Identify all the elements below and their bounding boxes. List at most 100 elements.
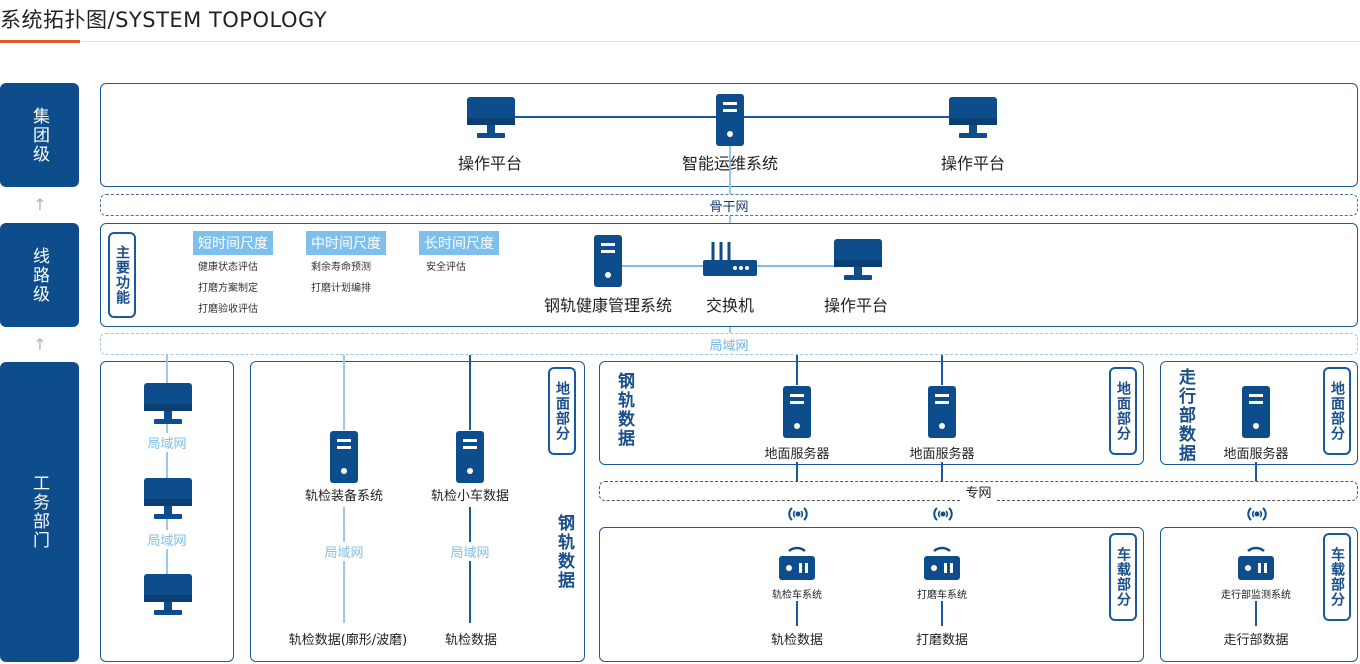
main-functions-text: 主要功能 (114, 245, 130, 305)
monitor-icon[interactable] (143, 477, 193, 521)
rail-data-panel (250, 361, 585, 662)
monitor-icon[interactable] (833, 238, 883, 282)
ground-part-text: 地面部分 (554, 381, 570, 441)
ground-server-label: 地面服务器 (747, 443, 847, 462)
vehicle-part-text: 车载部分 (1115, 547, 1131, 607)
lan-network: 局域网 (100, 333, 1358, 355)
level-dept-label: 工务部门 (0, 362, 79, 662)
function-list-mid: 剩余寿命预测 打磨计划编排 (311, 257, 371, 299)
level-group-text: 集团级 (29, 106, 49, 164)
vehicle-data-label: 打磨数据 (892, 629, 992, 648)
server-icon[interactable] (783, 386, 811, 438)
vehicle-system-label: 打磨车系统 (892, 586, 992, 601)
function-item: 安全评估 (426, 262, 466, 273)
group-right-terminal-label: 操作平台 (940, 154, 1005, 173)
function-item: 打磨计划编排 (311, 283, 371, 294)
ground-walk-title: 走行部数据 (1175, 368, 1195, 463)
ground-rail-line (941, 460, 943, 488)
function-item: 打磨方案制定 (198, 283, 258, 294)
dedicated-network: 专网 (599, 481, 1358, 501)
rail-line (469, 507, 471, 623)
vehicle-unit-icon[interactable] (922, 544, 962, 582)
function-list-short: 健康状态评估 打磨方案制定 打磨验收评估 (198, 257, 258, 320)
ground-rail-panel (599, 361, 1144, 465)
ground-server-label: 地面服务器 (892, 443, 992, 462)
wireless-icon (931, 505, 955, 523)
rail-lan-label: 局域网 (435, 542, 505, 561)
server-icon[interactable] (928, 386, 956, 438)
vehicle-rail-line (796, 596, 798, 626)
function-head-long: 长时间尺度 (419, 231, 499, 255)
rail-data-label: 轨检数据(廓形/波磨) (268, 629, 428, 648)
function-list-long: 安全评估 (426, 257, 466, 278)
ground-part-text: 地面部分 (1329, 381, 1345, 441)
vehicle-part-text: 车载部分 (1329, 547, 1345, 607)
level-line-text: 线路级 (29, 246, 49, 304)
wireless-icon (786, 505, 810, 523)
rail-line (343, 355, 345, 430)
monitor-icon[interactable] (466, 96, 516, 140)
vehicle-rail-line (941, 596, 943, 626)
main-functions-tag: 主要功能 (108, 232, 136, 318)
monitor-icon[interactable] (143, 382, 193, 426)
vehicle-data-label: 走行部数据 (1206, 629, 1306, 648)
lan-network-label: 局域网 (705, 334, 753, 354)
page-title: 系统拓扑图/SYSTEM TOPOLOGY (0, 8, 328, 32)
ground-rail-title: 钢轨数据 (614, 372, 634, 448)
vehicle-data-label: 轨检数据 (747, 629, 847, 648)
server-icon[interactable] (456, 431, 484, 483)
vehicle-walk-line (1255, 596, 1257, 626)
ground-part-tag: 地面部分 (1109, 367, 1137, 455)
function-item: 剩余寿命预测 (311, 262, 371, 273)
backbone-label: 骨干网 (705, 195, 753, 215)
rail-line (343, 507, 345, 623)
function-head-mid: 中时间尺度 (306, 231, 386, 255)
line-terminal-label: 操作平台 (823, 296, 888, 315)
group-center-server-label: 智能运维系统 (681, 154, 778, 173)
vehicle-part-tag: 车载部分 (1109, 533, 1137, 621)
wireless-icon (1245, 505, 1269, 523)
switch-icon[interactable] (701, 240, 759, 278)
vehicle-system-label: 走行部监测系统 (1196, 586, 1316, 601)
dept-lan-label: 局域网 (132, 433, 202, 452)
ground-part-tag: 地面部分 (1323, 367, 1351, 455)
server-icon[interactable] (594, 235, 622, 287)
server-icon[interactable] (330, 431, 358, 483)
rail-server-label: 轨检装备系统 (304, 489, 383, 504)
dept-lan-label: 局域网 (132, 530, 202, 549)
switch-label: 交换机 (705, 296, 754, 315)
ground-rail-line (941, 355, 943, 385)
up-arrow-icon: ↑ (33, 195, 47, 214)
level-group-label: 集团级 (0, 83, 79, 187)
vehicle-unit-icon[interactable] (1236, 544, 1276, 582)
level-line-label: 线路级 (0, 223, 79, 327)
ground-walk-line (1255, 460, 1257, 488)
title-accent-bar (0, 40, 80, 43)
rail-lan-label: 局域网 (309, 542, 379, 561)
rail-data-title: 钢轨数据 (554, 514, 574, 590)
function-item: 打磨验收评估 (198, 304, 258, 315)
up-arrow-icon: ↑ (33, 335, 47, 354)
vehicle-part-tag: 车载部分 (1323, 533, 1351, 621)
function-head-short: 短时间尺度 (193, 231, 273, 255)
ground-server-label: 地面服务器 (1206, 443, 1306, 462)
line-server-label: 钢轨健康管理系统 (543, 296, 672, 315)
rail-data-label: 轨检数据 (421, 629, 521, 648)
rail-line (469, 355, 471, 430)
group-left-terminal-label: 操作平台 (457, 154, 522, 173)
monitor-icon[interactable] (143, 573, 193, 617)
vehicle-unit-icon[interactable] (777, 544, 817, 582)
server-icon[interactable] (716, 94, 744, 146)
function-item: 健康状态评估 (198, 262, 258, 273)
ground-rail-line (796, 460, 798, 488)
server-icon[interactable] (1242, 386, 1270, 438)
ground-part-tag: 地面部分 (548, 367, 576, 455)
title-divider (0, 41, 1360, 42)
vehicle-rail-panel (599, 527, 1144, 662)
dedicated-network-label: 专网 (961, 481, 996, 501)
monitor-icon[interactable] (948, 96, 998, 140)
vehicle-system-label: 轨检车系统 (747, 586, 847, 601)
backbone-network: 骨干网 (100, 194, 1358, 216)
ground-part-text: 地面部分 (1115, 381, 1131, 441)
level-dept-text: 工务部门 (29, 474, 49, 550)
